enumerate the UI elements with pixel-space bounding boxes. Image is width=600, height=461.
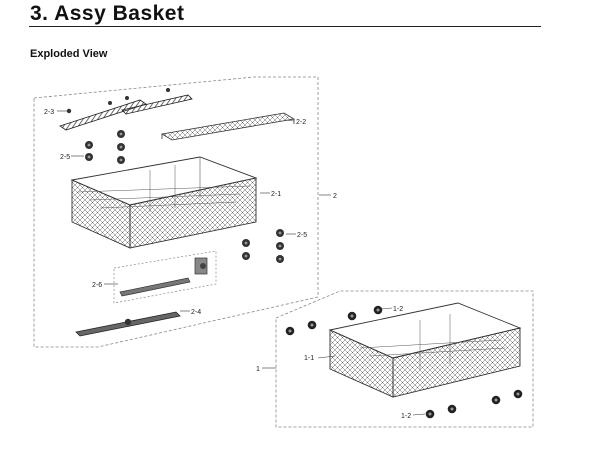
part-2-5-wheels-right: [242, 229, 284, 263]
callout-1-2-top: 1-2: [393, 306, 403, 313]
callout-1-2-bottom: 1-2: [401, 413, 411, 420]
part-1-1-lower-basket: [328, 302, 522, 398]
callout-2-2: 2-2: [296, 119, 306, 126]
title-underline: [29, 26, 541, 27]
part-2-5-wheels-left: [85, 130, 125, 164]
callout-1: 1: [256, 366, 260, 373]
upper-basket-group-boundary: [33, 76, 319, 348]
leader-lines: [57, 110, 426, 416]
callout-2-5-right: 2-5: [297, 232, 307, 239]
callout-2-6: 2-6: [92, 282, 102, 289]
callout-2-1: 2-1: [271, 191, 281, 198]
part-2-6-spray-pipe: [113, 250, 217, 304]
part-1-2-wheels-bottom: [425, 389, 523, 419]
part-2-4-spray-arm: [75, 311, 181, 337]
callout-2-5-left: 2-5: [60, 154, 70, 161]
callout-2: 2: [333, 193, 337, 200]
part-2-1-upper-basket: [70, 156, 258, 249]
part-2-3-rail-strips: [59, 88, 193, 131]
callout-2-4: 2-4: [191, 309, 201, 316]
exploded-view-heading: Exploded View: [30, 48, 108, 60]
callout-2-3: 2-3: [44, 109, 54, 116]
part-2-2-cup-shelf: [160, 112, 296, 141]
section-title: 3. Assy Basket: [30, 2, 185, 25]
part-1-2-wheels-top: [285, 305, 383, 336]
lower-basket-group-boundary: [275, 290, 534, 428]
callout-1-1: 1-1: [304, 355, 314, 362]
